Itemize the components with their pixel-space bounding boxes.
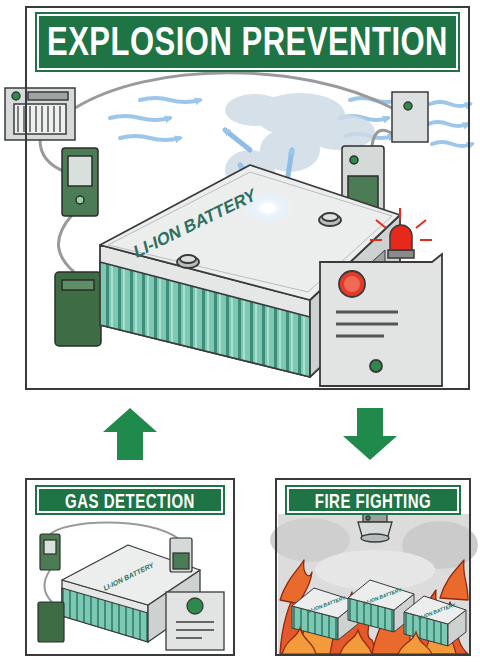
heading-band: GAS DETECTION bbox=[37, 487, 223, 513]
gas-detector bbox=[40, 534, 192, 572]
gas-cloud bbox=[225, 94, 285, 126]
gas-arrows bbox=[225, 130, 250, 150]
ventilation-unit bbox=[28, 92, 68, 100]
sprinkler bbox=[358, 514, 392, 542]
ventilation-unit bbox=[5, 88, 75, 140]
flow-arrow bbox=[103, 408, 157, 460]
sprinkler bbox=[363, 514, 387, 522]
flow-arrow bbox=[343, 408, 397, 460]
panel-box: FIRE FIGHTING bbox=[275, 478, 471, 656]
smoke bbox=[270, 514, 478, 654]
li-ion-battery bbox=[292, 580, 466, 646]
alarm-beacon bbox=[370, 208, 432, 240]
gas-detector bbox=[76, 196, 84, 204]
alarm-panel bbox=[166, 592, 224, 650]
gas-detector bbox=[173, 553, 189, 569]
flames bbox=[398, 632, 432, 654]
alarm-panel bbox=[344, 276, 360, 292]
heading-band: EXPLOSION PREVENTION bbox=[37, 14, 458, 70]
flames bbox=[340, 630, 372, 654]
air-flow bbox=[432, 142, 472, 146]
sprinkler bbox=[361, 534, 389, 542]
alarm-panel bbox=[320, 254, 442, 386]
li-ion-battery bbox=[177, 256, 199, 268]
gas-detector bbox=[68, 156, 92, 186]
alarm-beacon bbox=[370, 208, 432, 258]
control-unit bbox=[38, 602, 64, 642]
ventilation-unit bbox=[392, 92, 428, 142]
alarm-panel bbox=[370, 360, 382, 372]
heading-band: FIRE FIGHTING bbox=[287, 487, 459, 513]
li-ion-battery bbox=[348, 580, 414, 610]
alarm-beacon bbox=[388, 250, 414, 258]
ventilation-unit bbox=[404, 102, 412, 110]
li-ion-battery bbox=[100, 165, 400, 300]
wire bbox=[59, 215, 74, 272]
li-ion-battery bbox=[319, 214, 341, 226]
sprinkler bbox=[366, 516, 370, 520]
alarm-panel bbox=[320, 254, 442, 386]
air-flow bbox=[430, 102, 470, 106]
li-ion-battery bbox=[404, 596, 466, 624]
flames bbox=[440, 560, 468, 600]
alarm-panel bbox=[176, 622, 214, 638]
control-unit bbox=[55, 272, 101, 346]
wire bbox=[50, 523, 180, 541]
wire bbox=[44, 570, 52, 602]
gas-detector bbox=[62, 148, 98, 216]
alarm-panel bbox=[187, 598, 203, 614]
heading-text: FIRE FIGHTING bbox=[315, 489, 432, 511]
gas-detector bbox=[44, 540, 56, 554]
control-unit bbox=[62, 280, 94, 290]
flames bbox=[282, 628, 432, 654]
gas-detector bbox=[62, 148, 98, 216]
venting-glow bbox=[260, 203, 276, 213]
gas-detector bbox=[170, 538, 192, 572]
gas-detector bbox=[350, 156, 358, 164]
alarm-panel bbox=[166, 592, 224, 650]
heading-text: EXPLOSION PREVENTION bbox=[47, 19, 448, 66]
control-unit bbox=[38, 602, 64, 642]
flames bbox=[280, 560, 468, 654]
heading-text: GAS DETECTION bbox=[65, 489, 195, 511]
air-flow bbox=[110, 116, 170, 120]
li-ion-battery bbox=[322, 213, 338, 221]
air-flow bbox=[428, 122, 468, 126]
control-unit bbox=[55, 272, 101, 346]
air-flow bbox=[120, 136, 180, 140]
ventilation-unit bbox=[5, 88, 75, 140]
panel-box: GAS DETECTION bbox=[25, 478, 235, 656]
wire bbox=[75, 73, 392, 108]
alarm-panel bbox=[339, 271, 365, 297]
ventilation-unit bbox=[12, 92, 20, 100]
alarm-beacon bbox=[390, 225, 412, 250]
ventilation-unit bbox=[392, 92, 428, 142]
gas-detector bbox=[40, 534, 60, 570]
li-ion-battery bbox=[180, 255, 196, 263]
air-flow bbox=[140, 98, 200, 102]
ventilation-unit bbox=[14, 104, 66, 134]
alarm-panel bbox=[336, 312, 398, 336]
flames bbox=[282, 628, 316, 654]
